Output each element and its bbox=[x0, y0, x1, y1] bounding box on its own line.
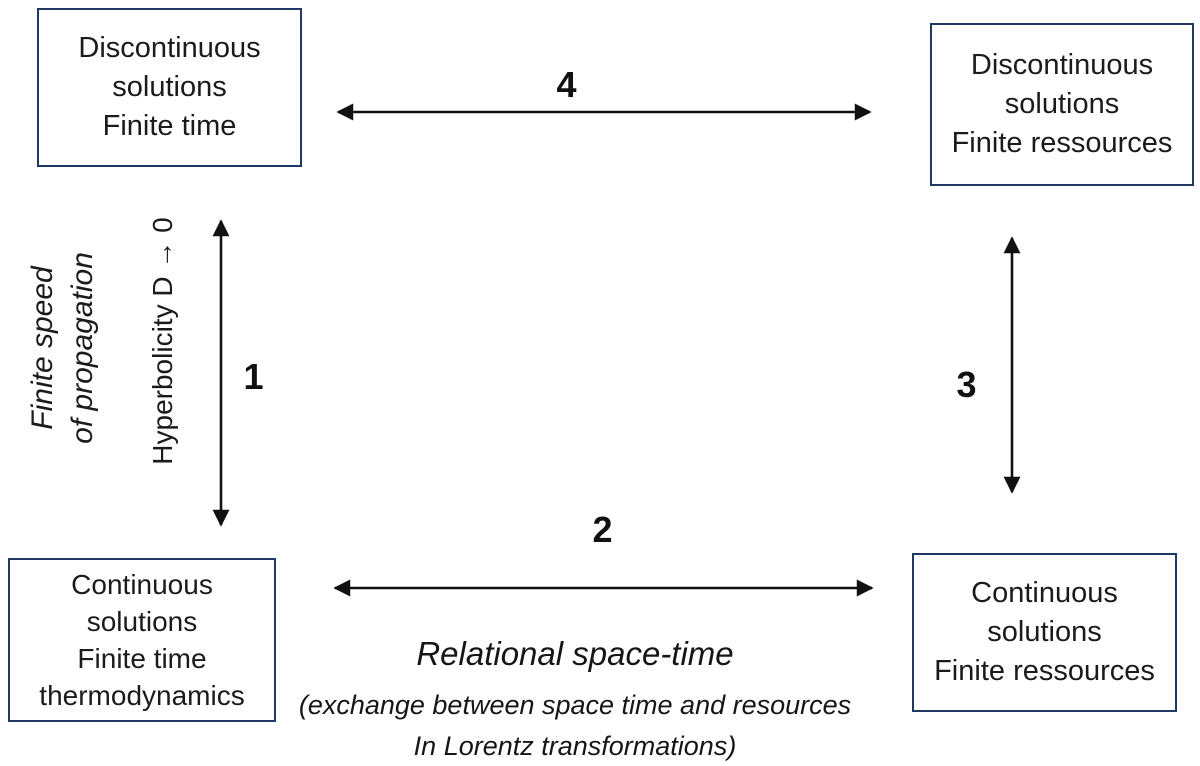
arrow-label-2: 2 bbox=[592, 509, 612, 550]
box-line: solutions bbox=[987, 616, 1102, 648]
box-line: Discontinuous bbox=[78, 32, 261, 64]
caption-subtitle-line1: (exchange between space time and resourc… bbox=[298, 690, 852, 720]
caption-subtitle-line2: In Lorentz transformations) bbox=[413, 731, 737, 761]
box-line: thermodynamics bbox=[39, 680, 245, 711]
box-line: Finite time bbox=[77, 643, 207, 674]
arrow-label-4: 4 bbox=[556, 64, 576, 105]
box-line: Finite ressources bbox=[934, 655, 1155, 687]
box-line: solutions bbox=[112, 71, 227, 103]
caption-block: Relational space-time (exchange between … bbox=[255, 634, 895, 766]
box-discontinuous-finite-ressources: Discontinuous solutions Finite ressource… bbox=[930, 23, 1194, 186]
box-line: Finite ressources bbox=[951, 127, 1173, 159]
box-line: solutions bbox=[1004, 88, 1120, 120]
hyperbolicity-label: Hyperbolicity D → 0 bbox=[147, 217, 178, 465]
arrow-label-3: 3 bbox=[956, 364, 976, 405]
box-continuous-finite-ressources: Continuous solutions Finite ressources bbox=[912, 553, 1177, 712]
finite-speed-of-propagation-label: Finite speed of propagation bbox=[23, 208, 103, 488]
box-line: Discontinuous bbox=[970, 49, 1154, 81]
caption-title: Relational space-time bbox=[416, 635, 734, 672]
box-line: Continuous bbox=[971, 577, 1118, 609]
box-line: Finite time bbox=[102, 110, 237, 142]
finite-speed-line: of propagation bbox=[66, 252, 99, 444]
box-continuous-finite-time-thermodynamics: Continuous solutions Finite time thermod… bbox=[8, 558, 276, 722]
box-line: solutions bbox=[86, 606, 198, 637]
arrow-label-1: 1 bbox=[243, 356, 263, 397]
box-line: Continuous bbox=[71, 569, 213, 600]
box-discontinuous-finite-time: Discontinuous solutions Finite time bbox=[37, 8, 302, 167]
finite-speed-line: Finite speed bbox=[26, 266, 59, 430]
